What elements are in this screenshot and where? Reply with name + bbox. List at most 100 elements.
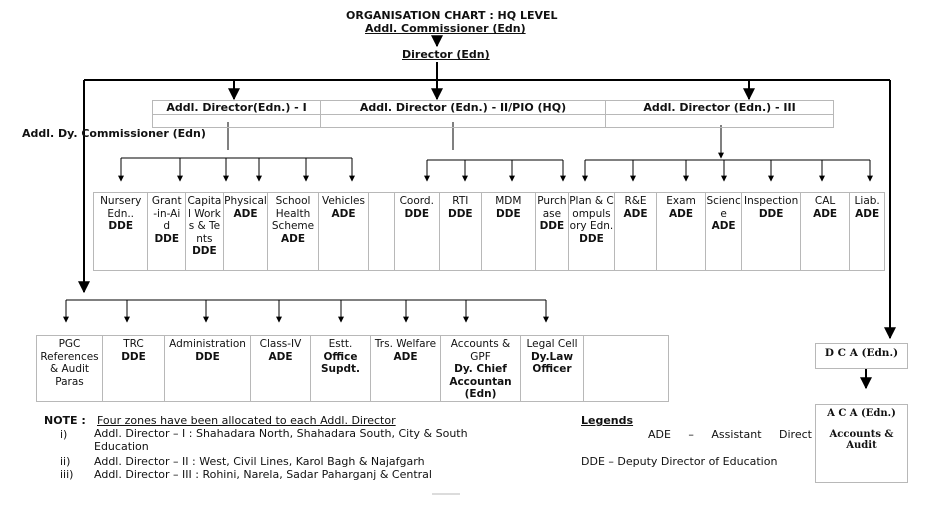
addl-director-3-spacer xyxy=(606,115,833,127)
chart-title: ORGANISATION CHART : HQ LEVEL xyxy=(346,9,558,22)
branch-officer: ADE xyxy=(393,350,418,363)
branch-name: Capital Works & Tents xyxy=(187,195,222,245)
branch-cell: Plan & Compulsory Edn.DDE xyxy=(569,193,615,270)
branch-officer: ADE xyxy=(233,207,258,220)
branch-name: Estt. xyxy=(328,338,353,350)
branch-officer: ADE xyxy=(711,220,736,233)
branch-officer: ADE xyxy=(623,207,648,220)
branch-officer: Dy.Law Officer xyxy=(530,350,574,376)
branch-name: PGC References & Audit Paras xyxy=(40,338,99,388)
note-item-text: Addl. Director – I : Shahadara North, Sh… xyxy=(94,427,468,453)
aca-box: A C A (Edn.) Accounts & Audit xyxy=(815,404,908,483)
branch-name: R&E xyxy=(624,195,647,207)
branch-name: Purchase xyxy=(537,195,567,220)
director-label: Director (Edn) xyxy=(402,48,490,61)
aca-subtitle: Accounts & Audit xyxy=(829,429,894,451)
branch-officer: ADE xyxy=(268,350,293,363)
commissioner-label: Addl. Commissioner (Edn) xyxy=(365,22,526,35)
dca-label: D C A (Edn.) xyxy=(824,347,899,359)
branch-officer: ADE xyxy=(281,232,306,245)
note-item-num: i) xyxy=(60,428,68,441)
note-item-num: ii) xyxy=(60,455,71,468)
addl-director-1: Addl. Director(Edn.) - I xyxy=(153,101,321,114)
branch-officer: Office Supdt. xyxy=(320,350,361,376)
branch-officer: ADE xyxy=(813,207,838,220)
branch-cell-empty xyxy=(369,193,395,270)
branch-officer: DDE xyxy=(192,245,217,258)
dy-branch-cell: PGC References & Audit Paras xyxy=(37,336,103,401)
addl-director-2-spacer xyxy=(321,115,606,127)
branch-cell: Liab.ADE xyxy=(850,193,884,270)
branch-name: Grant-in-Aid xyxy=(151,195,182,233)
branch-officer: DDE xyxy=(758,207,784,220)
branch-name: Class-IV xyxy=(259,338,302,350)
branch-officer: ADE xyxy=(669,207,694,220)
branch-name: Science xyxy=(706,195,741,220)
note-label: NOTE : xyxy=(44,414,86,427)
branch-name: Administration xyxy=(169,338,246,350)
branch-cell: Coord.DDE xyxy=(395,193,440,270)
note-heading: Four zones have been allocated to each A… xyxy=(97,414,396,427)
addl-director-3: Addl. Director (Edn.) - III xyxy=(643,101,796,114)
branch-cell: Nursery Edn..DDE xyxy=(94,193,149,270)
branch-officer: DDE xyxy=(154,232,180,245)
branch-officer: DDE xyxy=(404,207,430,220)
addl-director-1-spacer xyxy=(153,115,321,127)
legend-ade: ADE – Assistant Director xyxy=(648,428,812,441)
branch-name: Nursery Edn.. xyxy=(100,195,142,220)
branch-officer: ADE xyxy=(855,207,880,220)
branch-officer: DDE xyxy=(579,232,604,245)
branch-name: Plan & Compulsory Edn. xyxy=(569,195,614,233)
branch-name: CAL xyxy=(814,195,836,207)
branch-name: Exam xyxy=(666,195,696,207)
dy-commissioner-label: Addl. Dy. Commissioner (Edn) xyxy=(22,127,206,140)
legends-title: Legends xyxy=(581,414,634,427)
dy-branch-cell: Estt.Office Supdt. xyxy=(311,336,371,401)
branch-name: Coord. xyxy=(399,195,434,207)
note-item-text: Addl. Director – II : West, Civil Lines,… xyxy=(94,455,425,468)
branch-name: Trs. Welfare xyxy=(374,338,437,350)
branch-officer: DDE xyxy=(108,220,134,233)
legend-dde: DDE – Deputy Director of Education xyxy=(581,455,778,468)
branch-name: Vehicles xyxy=(321,195,365,207)
dy-branch-cell-empty xyxy=(584,336,668,401)
branch-officer: ADE xyxy=(331,207,356,220)
aca-title: A C A (Edn.) xyxy=(827,408,896,419)
branch-name: TRC xyxy=(123,338,144,350)
branch-name: RTI xyxy=(452,195,469,207)
addl-directors-row: Addl. Director(Edn.) - I Addl. Director … xyxy=(152,100,834,128)
branch-officer: DDE xyxy=(448,207,473,220)
branch-officer: DDE xyxy=(121,350,146,363)
branch-officer: Dy. Chief Accountan (Edn) xyxy=(449,363,512,401)
branch-name: Physical xyxy=(224,195,267,207)
branch-name: MDM xyxy=(495,195,522,207)
branch-name: School Health Scheme xyxy=(271,195,315,233)
branch-name: Accounts & GPF xyxy=(450,338,511,363)
branch-name: Inspection xyxy=(744,195,799,207)
branch-officer: DDE xyxy=(496,207,521,220)
branch-name: Legal Cell xyxy=(526,338,578,350)
addl-director-2: Addl. Director (Edn.) - II/PIO (HQ) xyxy=(321,101,606,114)
